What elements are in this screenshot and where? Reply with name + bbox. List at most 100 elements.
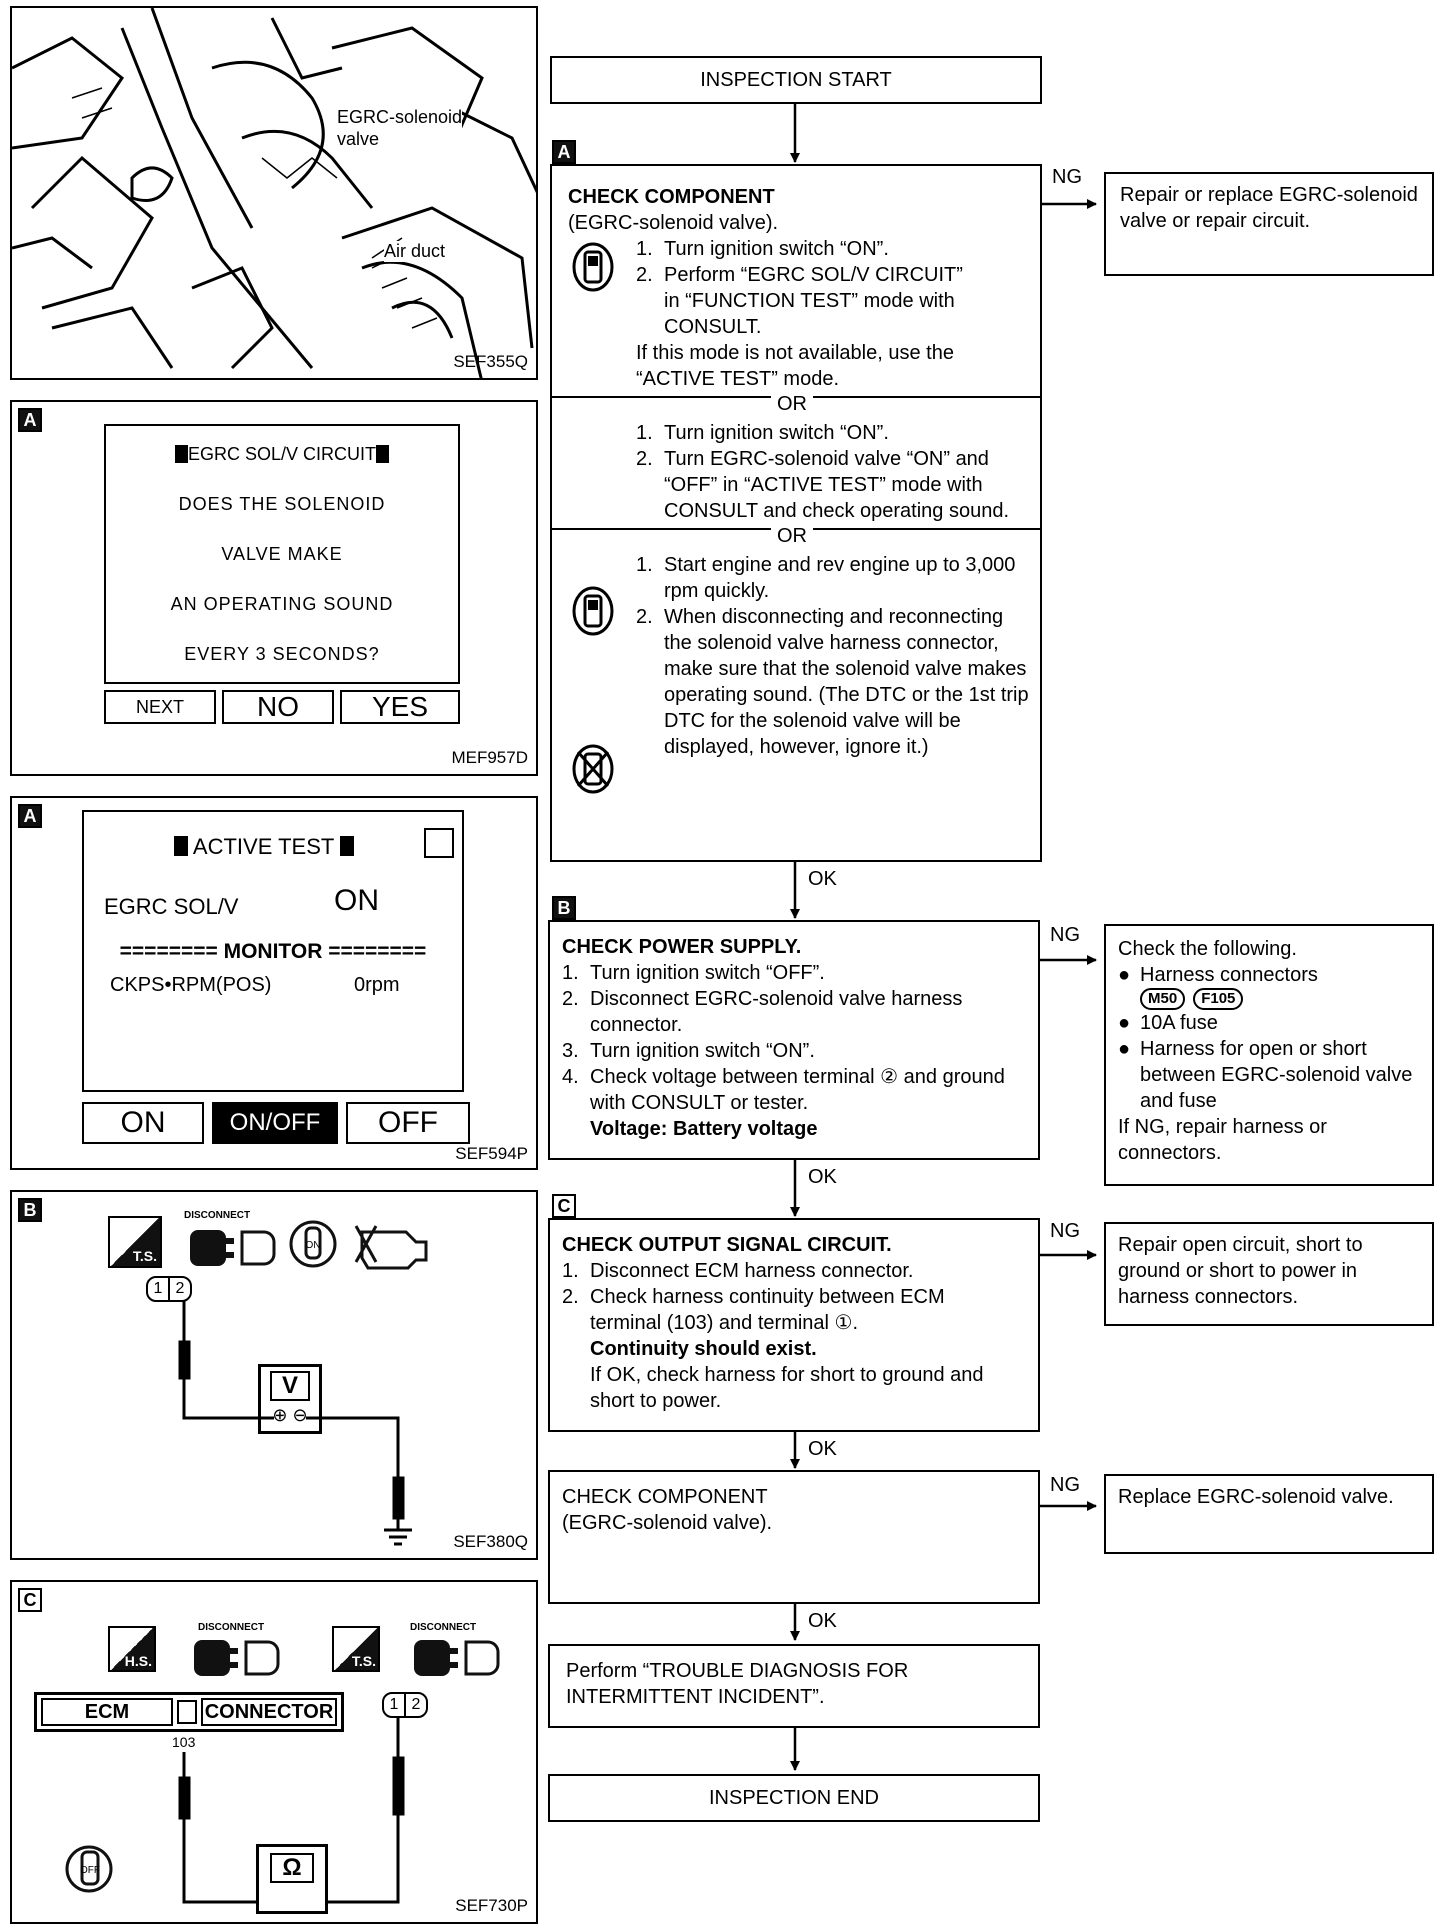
key-off-text: OFF: [80, 1865, 100, 1876]
screen-line-2: VALVE MAKE: [221, 544, 343, 564]
screen-line-1: DOES THE SOLENOID: [178, 494, 386, 514]
step-a-part1-item: 2.Perform “EGRC SOL/V CIRCUIT” in “FUNCT…: [636, 264, 963, 338]
hs-icon: H.S.: [108, 1626, 156, 1672]
ohmmeter: Ω: [256, 1844, 328, 1914]
on-off-button[interactable]: ON/OFF: [212, 1102, 338, 1144]
figure-tag-b: B: [18, 1198, 42, 1222]
step-c-tag: C: [552, 1194, 576, 1218]
engine-illustration: EGRC-solenoid valve Air duct SEF355Q: [10, 6, 538, 380]
consult-icon: [572, 242, 614, 292]
step-c-check-output-signal: CHECK OUTPUT SIGNAL CIRCUIT. 1.Disconnec…: [548, 1218, 1040, 1432]
figure-tag-a: A: [18, 804, 42, 828]
ok-label: OK: [808, 868, 837, 890]
step-b-item: 2.Disconnect EGRC-solenoid valve harness…: [562, 988, 963, 1036]
disconnect-label: DISCONNECT: [184, 1210, 251, 1221]
pin-2: 2: [175, 1280, 185, 1297]
active-test-screen: ACTIVE TEST EGRC SOL/V ON ======== MONIT…: [82, 810, 464, 1092]
valve-callout-line2: valve: [337, 129, 380, 149]
disconnect-label-ecm: DISCONNECT: [198, 1622, 265, 1633]
step-a-check-component: CHECK COMPONENT (EGRC-solenoid valve). 1…: [550, 164, 1042, 862]
connector-disconnect-icon-ecm: [192, 1636, 282, 1680]
step-c-item: 2.Check harness continuity between ECM t…: [562, 1286, 945, 1334]
screen-line-4: EVERY 3 SECONDS?: [184, 644, 380, 664]
ts-icon: T.S.: [332, 1626, 380, 1672]
engine-drawing: [12, 8, 536, 378]
step-b-item: 4.Check voltage between terminal ② and g…: [562, 1066, 1005, 1114]
step-b-tag: B: [552, 896, 576, 920]
step-a-tag: A: [552, 140, 576, 164]
on-button[interactable]: ON: [82, 1102, 204, 1144]
figure-code: SEF355Q: [453, 352, 528, 371]
no-tools-icon: [572, 744, 614, 794]
figure-tag-c: C: [18, 1588, 42, 1612]
step-e-text: Perform “TROUBLE DIAGNOSIS FOR INTERMITT…: [566, 1660, 909, 1708]
ng-label: NG: [1052, 166, 1082, 188]
ecm-connector: ECM CONNECTOR: [34, 1692, 344, 1732]
checkbox[interactable]: [424, 828, 454, 858]
step-c-ng-text: Repair open circuit, short to ground or …: [1118, 1234, 1363, 1308]
step-a-title: CHECK COMPONENT: [568, 186, 775, 208]
step-b-check-power-supply: CHECK POWER SUPPLY. 1.Turn ignition swit…: [548, 920, 1040, 1160]
screen-title-text: EGRC SOL/V CIRCUIT: [187, 444, 377, 464]
step-d-ng-result: Replace EGRC-solenoid valve.: [1104, 1474, 1434, 1554]
disconnect-label-valve: DISCONNECT: [410, 1622, 477, 1633]
ts-label: T.S.: [132, 1248, 157, 1264]
inspection-start: INSPECTION START: [550, 56, 1042, 104]
or-divider: OR: [552, 393, 1040, 415]
or-label: OR: [771, 525, 813, 547]
step-d-title: CHECK COMPONENT: [562, 1486, 768, 1508]
or-label: OR: [771, 393, 813, 415]
step-a-subtitle: (EGRC-solenoid valve).: [568, 212, 779, 234]
test-item-label: EGRC SOL/V: [104, 894, 239, 919]
screen-title: ACTIVE TEST: [174, 834, 355, 860]
terminal-pin: [177, 1700, 197, 1724]
step-c-item: 1.Disconnect ECM harness connector.: [562, 1260, 914, 1282]
step-c-continuity-spec: Continuity should exist.: [590, 1338, 817, 1360]
step-a-ng-text: Repair or replace EGRC-solenoid valve or…: [1120, 184, 1418, 232]
voltage-check-figure: B T.S. DISCONNECT ON 1 2 V ⊕ ⊖ SEF380Q: [10, 1190, 538, 1560]
ts-icon: T.S.: [108, 1216, 162, 1268]
voltmeter-symbol: V: [270, 1371, 310, 1401]
step-b-voltage-spec: Voltage: Battery voltage: [590, 1118, 818, 1140]
monitor-item-label: CKPS•RPM(POS): [110, 974, 272, 996]
ng-bullet: ●Harness connectors: [1118, 964, 1318, 986]
inspection-end: INSPECTION END: [548, 1774, 1040, 1822]
yes-button[interactable]: YES: [340, 690, 460, 724]
inspection-start-label: INSPECTION START: [700, 69, 892, 91]
step-a-ng-result: Repair or replace EGRC-solenoid valve or…: [1104, 172, 1434, 276]
valve-callout: EGRC-solenoid valve: [337, 106, 463, 150]
valve-callout-line1: EGRC-solenoid: [337, 107, 463, 127]
monitor-divider: ======== MONITOR ========: [119, 940, 427, 963]
figure-code: MEF957D: [451, 748, 528, 767]
consult-screen: EGRC SOL/V CIRCUIT DOES THE SOLENOID VAL…: [104, 424, 460, 684]
step-d-check-component: CHECK COMPONENT (EGRC-solenoid valve).: [548, 1470, 1040, 1604]
figure-code: SEF380Q: [453, 1532, 528, 1551]
ng-label: NG: [1050, 924, 1080, 946]
off-button[interactable]: OFF: [346, 1102, 470, 1144]
ok-label: OK: [808, 1166, 837, 1188]
ng-bullet: ●10A fuse: [1118, 1012, 1218, 1034]
connector-pins: 1 2: [382, 1692, 428, 1718]
step-a-part3-item: 1.Start engine and rev engine up to 3,00…: [636, 554, 1016, 602]
no-button[interactable]: NO: [222, 690, 334, 724]
pin-2: 2: [411, 1696, 421, 1713]
meter-probes: ⊕ ⊖: [272, 1405, 308, 1425]
terminal-number: 103: [172, 1734, 196, 1750]
pin-1: 1: [384, 1694, 406, 1716]
step-a-part3-item: 2.When disconnecting and reconnecting th…: [636, 606, 1029, 758]
step-b-ng-result: Check the following. ●Harness connectors…: [1104, 924, 1434, 1186]
step-a-part2-item: 1.Turn ignition switch “ON”.: [636, 422, 889, 444]
next-button[interactable]: NEXT: [104, 690, 216, 724]
step-b-title: CHECK POWER SUPPLY.: [562, 936, 802, 958]
figure-tag-a: A: [18, 408, 42, 432]
ignition-key-off-icon: OFF: [62, 1842, 116, 1896]
screen-title: EGRC SOL/V CIRCUIT: [106, 444, 458, 465]
key-on-text: ON: [306, 1240, 321, 1251]
ng-label: NG: [1050, 1474, 1080, 1496]
step-a-part1-item: 1.Turn ignition switch “ON”.: [636, 238, 889, 260]
active-test-title: ACTIVE TEST: [192, 834, 334, 859]
step-a-part1-note: If this mode is not available, use the “…: [636, 342, 954, 390]
inspection-end-label: INSPECTION END: [708, 1787, 880, 1809]
ts-label: T.S.: [351, 1653, 376, 1669]
engine-off-icon: [352, 1216, 432, 1272]
